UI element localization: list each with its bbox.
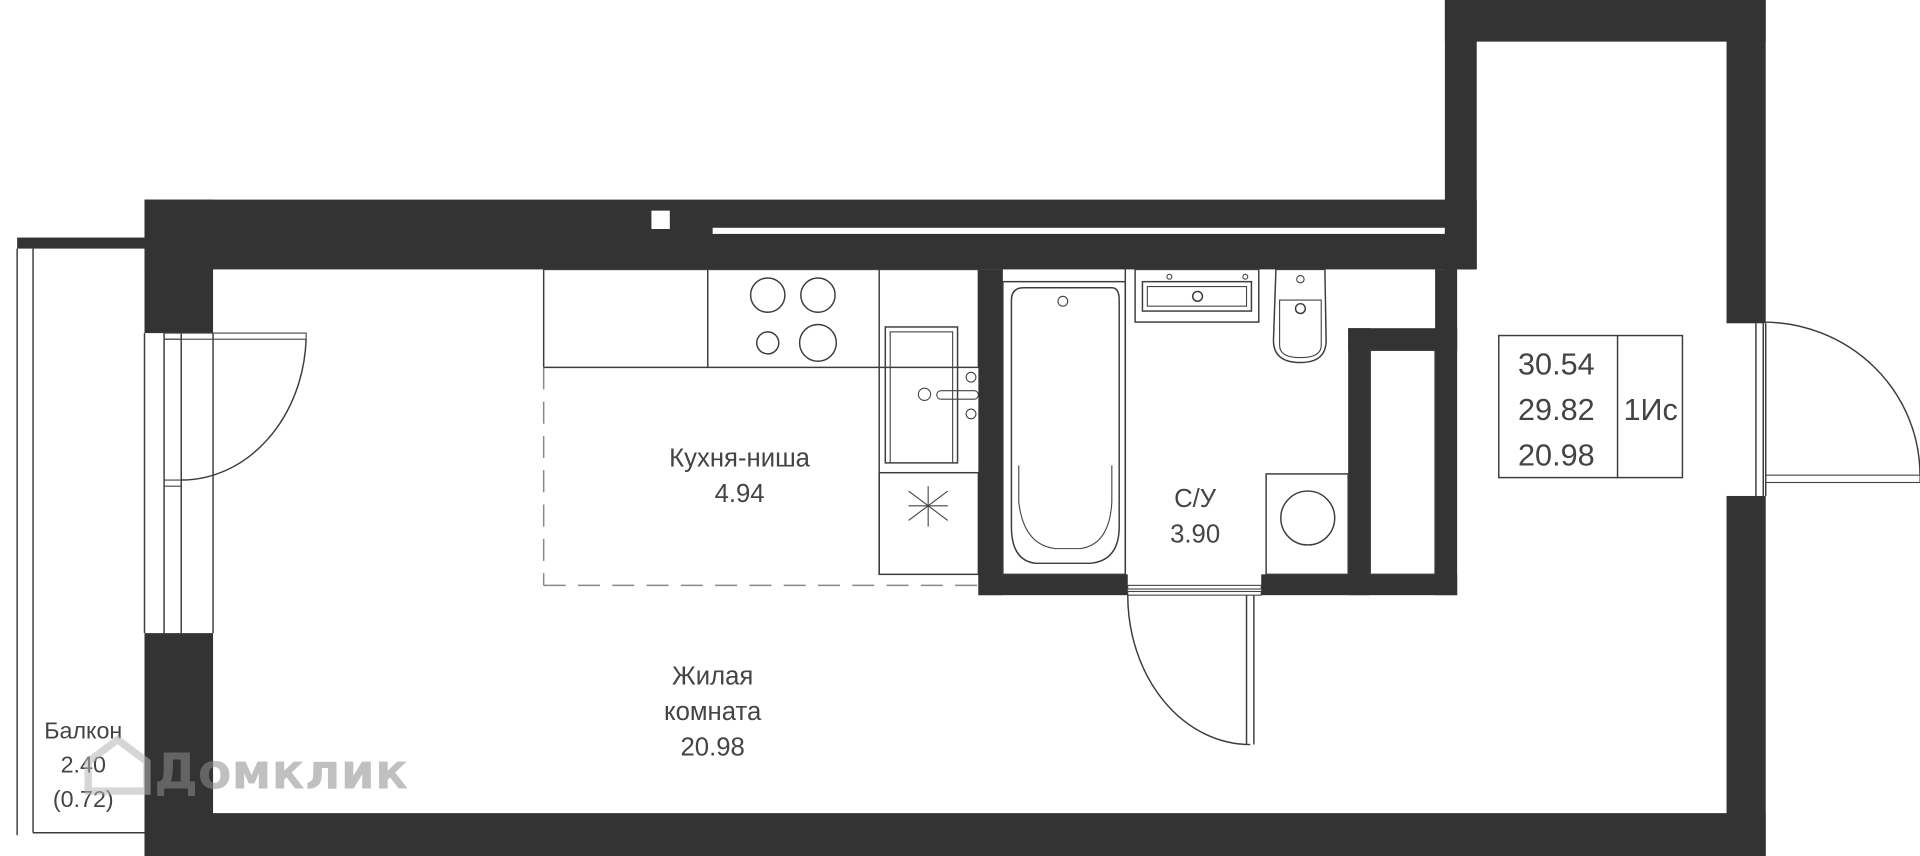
watermark: Домклик (84, 735, 408, 801)
washbasin-icon (1134, 268, 1260, 323)
apartment-type-value: 1Ис (1623, 393, 1677, 427)
stove-icon (749, 277, 838, 362)
kitchen-name-label: Кухня-ниша (669, 445, 811, 473)
living-room-area-label: 20.98 (680, 734, 744, 762)
kitchen-area-label: 4.94 (715, 480, 765, 508)
living-room-name-line2: комната (664, 698, 762, 726)
living-area-value: 20.98 (1518, 438, 1595, 472)
kitchen-area (542, 268, 980, 587)
shaft-niche (1369, 349, 1436, 576)
total-area-value: 30.54 (1518, 348, 1595, 382)
bathroom-walls (978, 269, 1458, 596)
bathtub-icon (1002, 280, 1127, 576)
bathroom-area-label: 3.90 (1170, 520, 1220, 548)
house-logo-icon (84, 735, 151, 795)
washing-machine-icon (1265, 473, 1349, 576)
bathroom-door[interactable] (1127, 584, 1262, 746)
entrance-door[interactable] (1755, 321, 1920, 496)
watermark-text: Домклик (154, 744, 408, 801)
balcony (16, 237, 145, 836)
kitchen-sink-icon (884, 326, 979, 464)
balcony-door[interactable] (143, 332, 307, 634)
toilet-icon (1272, 268, 1327, 364)
exterior-walls (144, 0, 1766, 856)
vent-shaft-icon (651, 210, 670, 230)
summary-table (1498, 334, 1684, 479)
balcony-name-label: Балкон (44, 717, 122, 743)
living-room-name-line1: Жилая (672, 663, 753, 691)
bathroom-name-label: С/У (1174, 485, 1217, 513)
area-without-balcony-value: 29.82 (1518, 393, 1595, 427)
fridge-asterisk-icon (908, 486, 949, 527)
